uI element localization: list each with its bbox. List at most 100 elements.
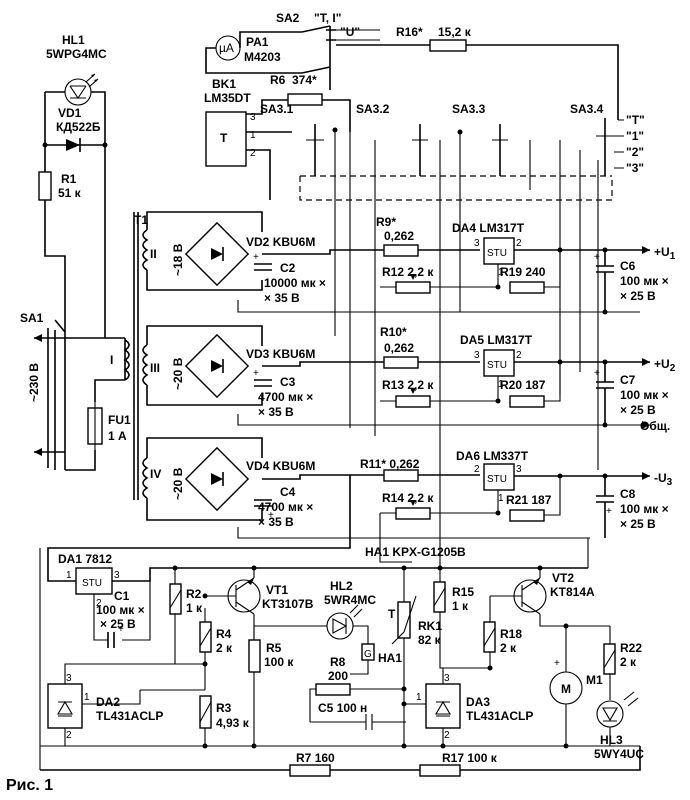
r15-ref: R15 bbox=[452, 585, 474, 599]
r11-label: R11* 0,262 bbox=[360, 457, 420, 471]
output-u3: -U3 bbox=[654, 471, 673, 488]
r20-resistor bbox=[509, 395, 545, 408]
r13-label: R13 2,2 к bbox=[382, 378, 434, 392]
output-common: Общ. bbox=[640, 419, 670, 433]
vd2-bridge bbox=[184, 221, 250, 287]
da1-pin-gnd: 2 bbox=[96, 598, 102, 609]
da6-pin-in: 2 bbox=[474, 464, 480, 475]
hl3-part: 5WY4UC bbox=[594, 747, 644, 761]
da3-ref: DA3 bbox=[466, 695, 490, 709]
sa3-pos-2: "2" bbox=[626, 145, 644, 159]
r2-ref: R2 bbox=[186, 587, 202, 601]
da5-core: STU bbox=[487, 360, 507, 371]
hl1-led bbox=[64, 73, 99, 106]
svg-text:+: + bbox=[253, 368, 259, 379]
c1-ref: C1 bbox=[114, 589, 130, 603]
c7-value1: 100 мк × bbox=[620, 388, 669, 402]
da6-label: DA6 LM337T bbox=[456, 449, 529, 463]
rk1-value: 82 к bbox=[418, 633, 442, 647]
r18-value: 2 к bbox=[500, 641, 517, 655]
bk1-part: LM35DT bbox=[204, 91, 251, 105]
svg-text:+: + bbox=[554, 658, 560, 669]
c3-capacitor bbox=[254, 379, 272, 387]
sa3-pos-t: "T" bbox=[626, 113, 645, 127]
r17-resistor bbox=[419, 764, 461, 777]
da4-pin-in: 3 bbox=[474, 238, 480, 249]
r10-resistor bbox=[383, 356, 419, 369]
ha1-label-top: HA1 KPX-G1205B bbox=[365, 545, 466, 559]
da5-label: DA5 LM317T bbox=[460, 333, 533, 347]
sa3-section-4: SA3.4 bbox=[570, 102, 604, 116]
t1-w3-voltage: ~20 В bbox=[171, 357, 185, 390]
da2-part: TL431ACLP bbox=[96, 709, 163, 723]
hl3-led bbox=[596, 700, 624, 728]
r10-ref: R10* bbox=[380, 325, 407, 339]
da4-pin-out: 2 bbox=[516, 238, 522, 249]
c2-capacitor bbox=[254, 263, 272, 271]
da6-pin-out: 3 bbox=[516, 464, 522, 475]
bk1-sensor bbox=[205, 111, 247, 167]
sa3-pos-1: "1" bbox=[626, 129, 644, 143]
bk1-pin-3: 3 bbox=[250, 112, 256, 123]
c7-value2: × 25 В bbox=[620, 403, 656, 417]
bk1-ref: BK1 bbox=[212, 77, 236, 91]
vd3-bridge bbox=[184, 333, 250, 399]
da3-pin-3: 3 bbox=[444, 673, 450, 684]
r12-label: R12 2,2 к bbox=[382, 265, 434, 279]
da6-regulator bbox=[483, 463, 515, 491]
r10-value: 0,262 bbox=[384, 341, 414, 355]
c5-capacitor bbox=[310, 714, 406, 730]
da3-pin-1: 1 bbox=[416, 692, 422, 703]
pa1-ref: PA1 bbox=[246, 35, 269, 49]
r3-value: 4,93 к bbox=[216, 716, 250, 730]
sa3-section-1: SA3.1 bbox=[260, 102, 294, 116]
c4-capacitor bbox=[254, 499, 272, 507]
c6-value1: 100 мк × bbox=[620, 274, 669, 288]
sa1-ref: SA1 bbox=[20, 311, 44, 325]
svg-text:+: + bbox=[594, 252, 600, 263]
c4-value1: 4700 мк × bbox=[258, 500, 313, 514]
c8-value1: 100 мк × bbox=[620, 502, 669, 516]
r20-label: R20 187 bbox=[500, 378, 546, 392]
output-u1: +U1 bbox=[654, 245, 676, 262]
c7-ref: C7 bbox=[620, 373, 636, 387]
r1-value: 51 к bbox=[58, 186, 82, 200]
hl3-ref: HL3 bbox=[600, 733, 623, 747]
rk1-ref: RK1 bbox=[418, 619, 442, 633]
sa2-ref: SA2 bbox=[276, 11, 300, 25]
r7-label: R7 160 bbox=[296, 751, 335, 765]
da5-pin-adj: 1 bbox=[498, 379, 504, 390]
c2-value1: 10000 мк × bbox=[264, 276, 326, 290]
c7-capacitor bbox=[596, 362, 614, 425]
figure-caption: Рис. 1 bbox=[6, 777, 53, 794]
svg-text:+: + bbox=[253, 252, 259, 263]
da4-regulator bbox=[483, 237, 515, 265]
r22-ref: R22 bbox=[620, 641, 642, 655]
junction-dots bbox=[42, 127, 608, 749]
c3-value2: × 35 В bbox=[258, 405, 294, 419]
hl2-part: 5WR4MC bbox=[324, 593, 376, 607]
mains-label: ~230 В bbox=[27, 363, 41, 402]
svg-text:+: + bbox=[606, 506, 612, 517]
da4-core: STU bbox=[487, 248, 507, 259]
vt2-ref: VT2 bbox=[552, 571, 574, 585]
da4-pin-adj: 1 bbox=[498, 267, 504, 278]
r4-ref: R4 bbox=[216, 627, 232, 641]
svg-text:+: + bbox=[118, 624, 124, 635]
sa2-pos1: "T, I" bbox=[314, 11, 341, 25]
r13-potentiometer bbox=[395, 395, 431, 408]
c6-value2: × 25 В bbox=[620, 289, 656, 303]
vd3-label: VD3 KBU6M bbox=[246, 347, 315, 361]
da1-label: DA1 7812 bbox=[58, 552, 112, 566]
r5-value: 100 к bbox=[264, 655, 294, 669]
t1-w2-voltage: ~18 В bbox=[171, 243, 185, 276]
da1-pin-in: 1 bbox=[66, 570, 72, 581]
c1-value2: × 25 В bbox=[100, 617, 136, 631]
m1-symbol: M bbox=[561, 682, 571, 696]
sa3-section-3: SA3.3 bbox=[452, 102, 486, 116]
r8-ref: R8 bbox=[330, 655, 346, 669]
da5-pin-out: 2 bbox=[516, 350, 522, 361]
da5-pin-in: 3 bbox=[474, 350, 480, 361]
